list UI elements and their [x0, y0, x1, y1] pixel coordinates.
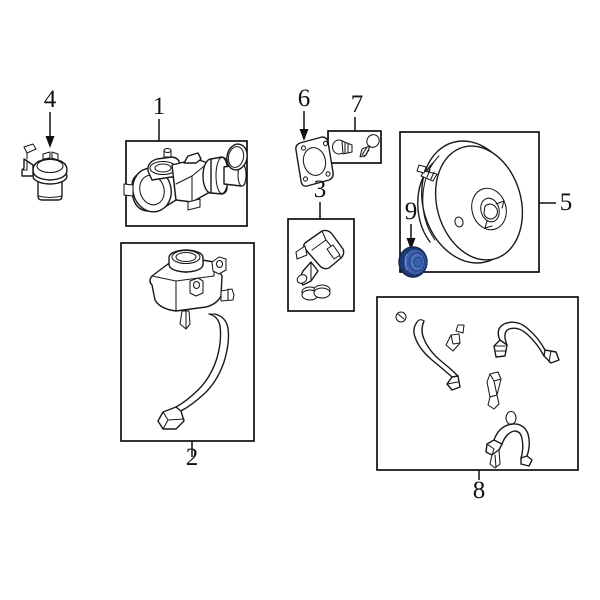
callout-number-6[interactable]: 6 — [297, 85, 311, 112]
grommet-center-hole — [413, 256, 423, 268]
callout-number-4[interactable]: 4 — [43, 86, 57, 113]
part-5-power-brake-booster[interactable] — [408, 129, 536, 274]
leader-arrowhead-6 — [299, 129, 309, 141]
callout-number-5[interactable]: 5 — [559, 189, 573, 216]
leader-lines — [45, 111, 556, 480]
callout-number-1[interactable]: 1 — [152, 93, 166, 120]
callout-number-7[interactable]: 7 — [350, 91, 364, 118]
callout-number-3[interactable]: 3 — [313, 176, 327, 203]
part-7-mounting-bolts[interactable] — [331, 132, 382, 158]
part-2-reservoir-assembly[interactable] — [149, 249, 235, 430]
callout-number-2[interactable]: 2 — [185, 444, 199, 471]
part-4-level-switch[interactable] — [21, 143, 68, 201]
leader-arrowhead-4 — [45, 136, 55, 148]
callout-number-9[interactable]: 9 — [404, 198, 418, 225]
part-3-sensor-and-seals[interactable] — [295, 229, 345, 301]
part-8-vacuum-hose-assembly[interactable] — [395, 311, 560, 469]
part-6-booster-gasket[interactable] — [295, 136, 334, 187]
box-part-8[interactable] — [376, 296, 579, 471]
grommet-highlight — [404, 253, 408, 271]
callout-number-8[interactable]: 8 — [472, 477, 486, 504]
part-9-check-valve-grommet[interactable] — [398, 246, 428, 278]
leader-arrowhead-9 — [406, 238, 416, 250]
part-1-master-cylinder[interactable] — [123, 142, 249, 216]
